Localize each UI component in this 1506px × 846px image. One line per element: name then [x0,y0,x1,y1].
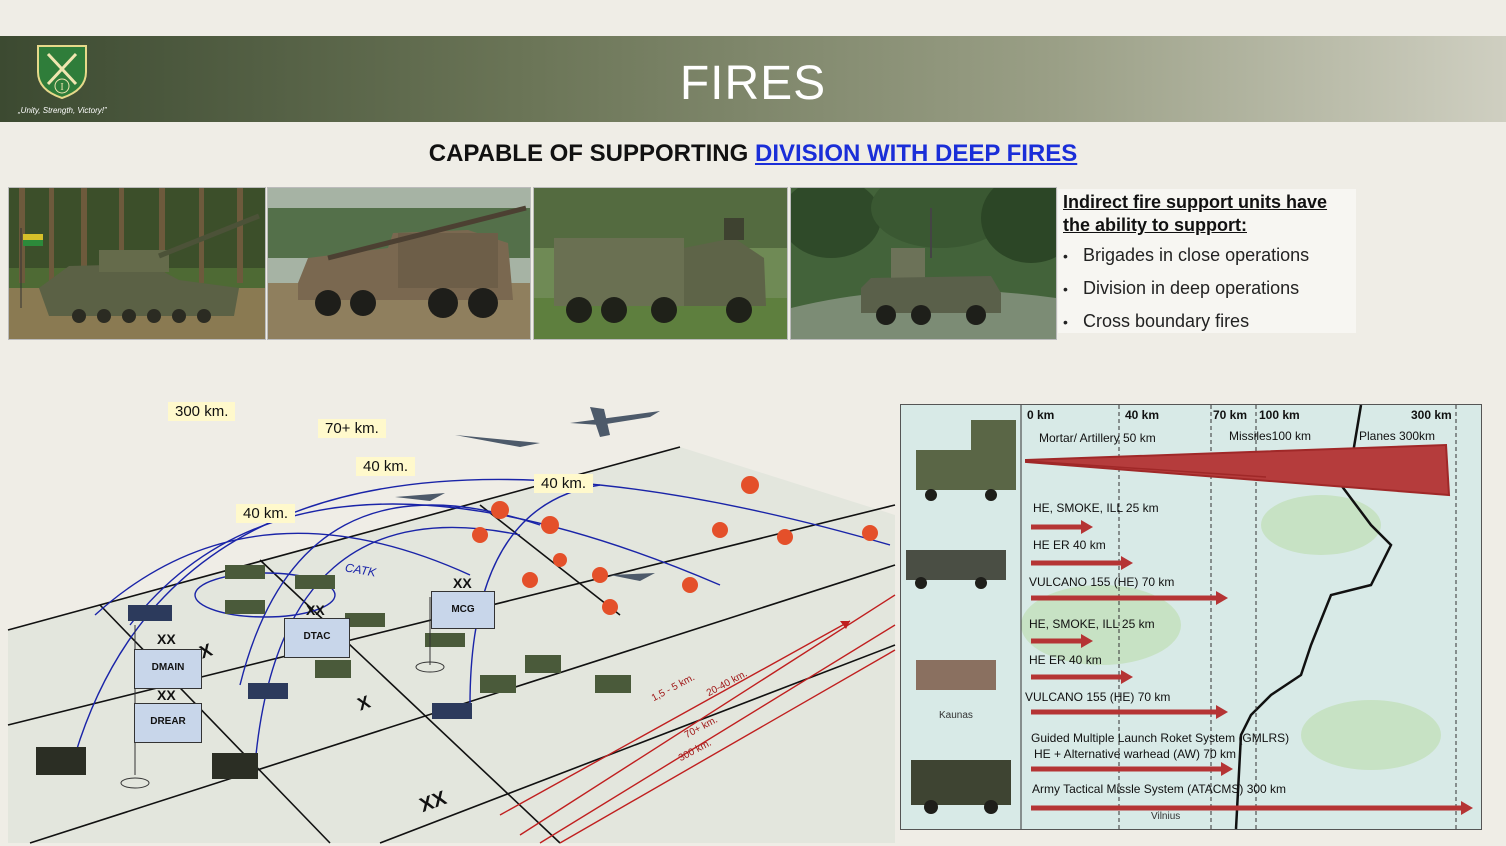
range-label: Mortar/ Artillery 50 km [1039,431,1156,445]
weapon-label: VULCANO 155 (HE) 70 km [1029,575,1175,589]
photo-tracked-howitzer [8,187,266,340]
info-list: •Brigades in close operations •Division … [1063,241,1309,340]
scale-label: 0 km [1027,408,1055,422]
weapon-label: HE + Alternative warhead (AW) 70 km [1034,747,1236,761]
list-item: •Brigades in close operations [1063,241,1309,274]
info-panel: Indirect fire support units have the abi… [1058,189,1356,333]
scale-label: 70 km [1213,408,1248,422]
echelon-mark: XX [157,631,176,647]
unit-mcg: MCG [431,591,495,629]
header-banner: I „Unity, Strength, Victory!” FIRES [0,36,1506,122]
echelon-mark: XX [306,602,325,618]
weapon-label: HE, SMOKE, ILL 25 km [1033,501,1159,515]
motto: „Unity, Strength, Victory!” [18,106,107,115]
echelon-mark: XX [157,687,176,703]
weapon-label: HE, SMOKE, ILL 25 km [1029,617,1155,631]
subtitle: CAPABLE OF SUPPORTING DIVISION WITH DEEP… [0,140,1506,168]
range-label: Planes 300km [1359,429,1436,443]
bullet-icon: • [1063,281,1068,297]
echelon-mark: XX [453,575,472,591]
scale-label: 300 km [1411,408,1452,422]
info-title: Indirect fire support units have the abi… [1063,192,1328,235]
weapon-label: VULCANO 155 (HE) 70 km [1025,690,1171,704]
weapon-label: Army Tactical Missle System (ATACMS) 300… [1032,782,1287,796]
battlefield-diagram: 300 km. 70+ km. 40 km. 40 km. 40 km. XX … [0,385,900,846]
weapon-label: Guided Multiple Launch Roket System (GML… [1031,731,1290,745]
photo-rocket-launcher [533,187,788,340]
weapon-label: HE ER 40 km [1033,538,1106,552]
list-item: •Division in deep operations [1063,274,1309,307]
photo-wheeled-howitzer [267,187,531,340]
range-label: 40 km. [534,474,594,493]
bullet-icon: • [1063,248,1068,264]
place-name: Vilnius [1151,811,1181,822]
unit-dmain: DMAIN [134,649,202,689]
division-emblem-icon: I [37,45,87,100]
range-map: 0 km 40 km 70 km 100 km 300 km Mortar/ A… [900,404,1482,830]
range-label: 70+ km. [318,419,386,438]
scale-label: 100 km [1259,408,1300,422]
range-label: 300 km. [168,402,236,421]
emblem-numeral: I [60,82,63,93]
unit-drear: DREAR [134,703,202,743]
place-name: Kaunas [939,710,973,721]
subtitle-prefix: CAPABLE OF SUPPORTING [428,140,755,167]
bullet-icon: • [1063,314,1068,330]
weapon-label: HE ER 40 km [1029,653,1102,667]
range-label: Missiles100 km [1229,429,1312,443]
page-title: FIRES [679,57,827,110]
list-item: •Cross boundary fires [1063,307,1309,340]
subtitle-link[interactable]: DIVISION WITH DEEP FIRES [754,140,1078,167]
range-label: 40 km. [236,504,296,523]
photo-radar-truck [790,187,1057,340]
range-label: 40 km. [356,457,416,476]
unit-dtac: DTAC [284,618,350,658]
scale-label: 40 km [1125,408,1160,422]
